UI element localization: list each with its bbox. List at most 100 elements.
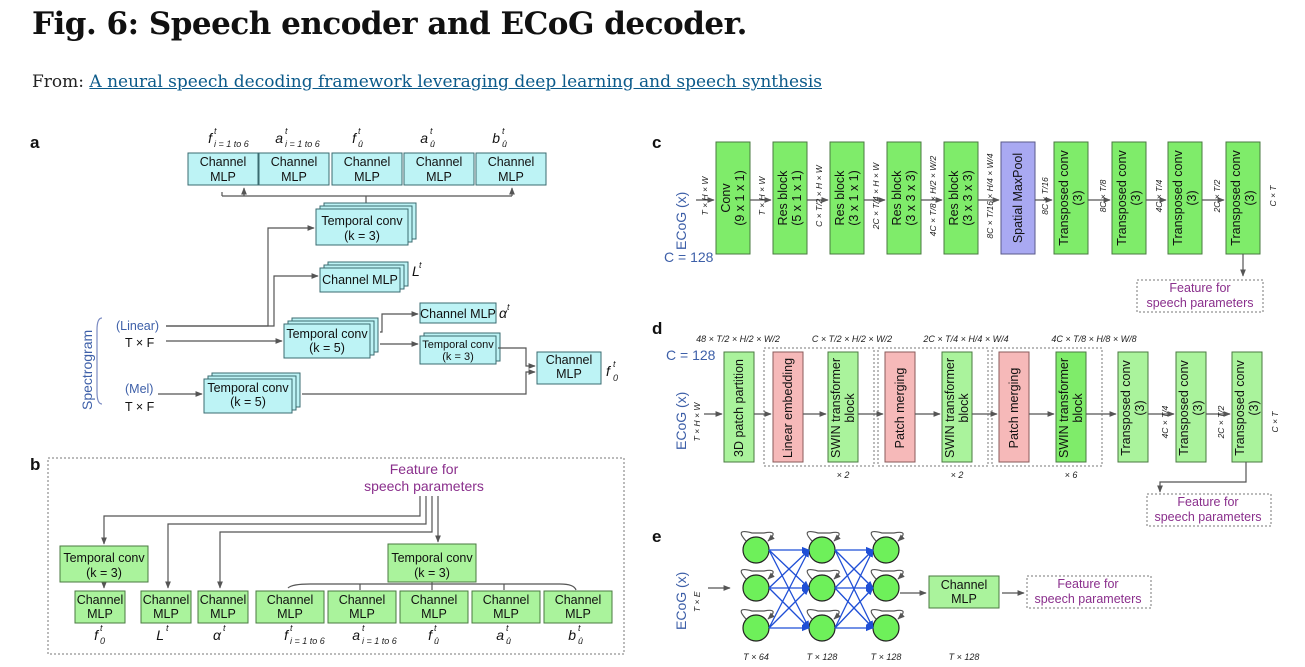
- d-feature-l2: speech parameters: [1154, 510, 1261, 524]
- c-block-6-l2: (3): [1071, 190, 1085, 205]
- b-mlp-0-l2: MLP: [87, 607, 113, 621]
- b-mlp-5-l1: Channel: [411, 593, 458, 607]
- d-block-0: [723, 351, 755, 463]
- a-out-0-sym: f: [208, 130, 214, 146]
- b-mlp-4: [327, 590, 397, 624]
- c-block-8-l1: Transposed conv: [1171, 150, 1185, 246]
- a-tc-mid-k: (k = 5): [309, 341, 345, 355]
- b-out-0-sub: 0: [100, 636, 105, 646]
- from-label: From:: [32, 72, 90, 92]
- panel-b-label: b: [30, 455, 40, 474]
- d-block-3: [884, 351, 916, 463]
- a-tc-bot-title: Temporal conv: [207, 381, 289, 395]
- source-article-link[interactable]: A neural speech decoding framework lever…: [89, 72, 822, 92]
- d-block-9: [1231, 351, 1263, 463]
- b-feature-l2: speech parameters: [364, 478, 484, 494]
- b-mlp-2-l1: Channel: [200, 593, 247, 607]
- d-side-dim-2: 2C × T/2: [1216, 405, 1226, 439]
- e-edge-1-2-0: [834, 549, 874, 629]
- a-tc-small-k: (k = 3): [442, 351, 473, 363]
- c-block-1-l2: (5 x 1 x 1): [790, 170, 804, 226]
- d-block-2-l2: block: [843, 393, 857, 423]
- d-block-8: [1175, 351, 1207, 463]
- a-out-0-sup: t: [214, 126, 217, 136]
- d-c128: C = 128: [666, 347, 716, 363]
- a-mlp-alpha-text: Channel MLP: [420, 307, 496, 321]
- d-block-2-l1: SWIN transformer: [829, 358, 843, 458]
- b-mlp-3-l1: Channel: [267, 593, 314, 607]
- b-out-7-sup: t: [578, 623, 581, 633]
- d-top-dim-1: C × T/2 × H/2 × W/2: [812, 334, 892, 344]
- e-feature-l2: speech parameters: [1034, 592, 1141, 606]
- a-out-0-sub: i = 1 to 6: [214, 139, 249, 149]
- c-dim-2: C × T/2 × H × W: [814, 164, 824, 227]
- b-feature-l1: Feature for: [390, 461, 459, 477]
- b-out-6-sup: t: [506, 623, 509, 633]
- c-dim-1: T × H × W: [757, 176, 767, 216]
- a-out-3-sup: t: [430, 126, 433, 136]
- a-top-mlp-3-l2: MLP: [426, 170, 452, 184]
- a-tc-top-title: Temporal conv: [321, 214, 403, 228]
- a-out-f0-sub: 0: [613, 373, 618, 383]
- a-top-mlp-4: [475, 152, 547, 186]
- c-dim-10: C × T: [1268, 185, 1278, 207]
- d-block-4: [941, 351, 973, 463]
- e-txe: T × E: [692, 591, 702, 612]
- c-dim-8: 4C × T/4: [1154, 179, 1164, 212]
- c-block-9-l2: (3): [1243, 190, 1257, 205]
- d-block-9-l2: (3): [1247, 400, 1261, 415]
- a-out-2-sup: t: [358, 126, 361, 136]
- a-tc-mid-title: Temporal conv: [286, 327, 368, 341]
- e-loop-2-0: [870, 531, 905, 542]
- a-top-mlp-4-l2: MLP: [498, 170, 524, 184]
- e-feature-l1: Feature for: [1057, 577, 1118, 591]
- e-node-1-1: [808, 574, 836, 602]
- e-loop-1-0: [806, 531, 841, 542]
- b-mlp-1: [140, 590, 192, 624]
- e-edge-1-1-0: [834, 549, 874, 589]
- c-block-5-l1: Spatial MaxPool: [1011, 153, 1025, 243]
- c-dim-9: 2C × T/2: [1212, 179, 1222, 213]
- b-mlp-1-l1: Channel: [143, 593, 190, 607]
- a-top-mlp-2-l2: MLP: [354, 170, 380, 184]
- a-channel-mlp-f0: Channel MLP f t 0: [536, 351, 618, 385]
- a-top-mlp-1-l1: Channel: [271, 155, 318, 169]
- a-mlp-f0-l1: Channel: [546, 353, 593, 367]
- e-loop-1-2: [806, 609, 841, 620]
- b-out-7-sub: û: [578, 636, 583, 646]
- c-dim-7: 8C × T/8: [1098, 179, 1108, 212]
- a-out-f0-sup: t: [613, 359, 616, 369]
- b-mlp-6-l1: Channel: [483, 593, 530, 607]
- e-loop-1-1: [806, 569, 841, 580]
- a-temporal-conv-top: Temporal conv (k = 3): [315, 202, 417, 246]
- b-out-3-sup: t: [290, 623, 293, 633]
- b-tc-left-title: Temporal conv: [63, 551, 145, 565]
- d-block-1: [772, 351, 804, 463]
- e-edge-0-1-0: [768, 549, 810, 589]
- e-node-0-0: [742, 536, 770, 564]
- d-block-6-l1: SWIN transformer: [1057, 358, 1071, 458]
- c-block-0: [715, 141, 751, 255]
- b-out-5-sub: û: [434, 636, 439, 646]
- d-block-8-l2: (3): [1191, 400, 1205, 415]
- d-block-3-l1: Patch merging: [893, 368, 907, 449]
- a-out-alpha-sup: t: [507, 302, 510, 312]
- e-bottom-dim-1: T × 128: [807, 652, 838, 662]
- b-mlp-5-l2: MLP: [421, 607, 447, 621]
- b-output-mlps: ChannelMLPChannelMLPChannelMLPChannelMLP…: [74, 590, 613, 624]
- panel-a-top-mlps: ChannelMLPChannelMLPChannelMLPChannelMLP…: [187, 152, 547, 186]
- a-out-1-sub: i = 1 to 6: [285, 139, 320, 149]
- b-out-6-sub: û: [506, 636, 511, 646]
- b-mlp-2-l2: MLP: [210, 607, 236, 621]
- b-out-3-sym: f: [284, 627, 290, 643]
